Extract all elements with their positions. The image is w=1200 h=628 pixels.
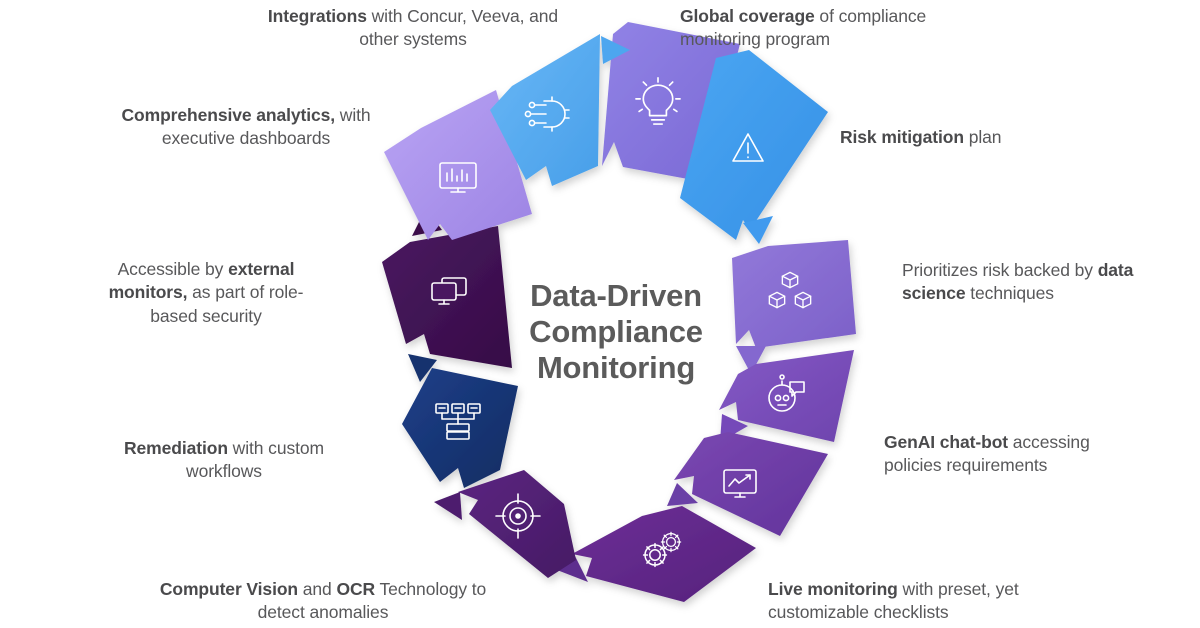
- callout-live-rest: with preset, yet customizable checklists: [768, 579, 1019, 623]
- callout-cv-bold2: OCR: [336, 579, 376, 599]
- callout-analytics-rest: with executive dashboards: [161, 105, 371, 149]
- center-title-line1: Data-Driven: [530, 278, 702, 313]
- callout-integrations: Integrations with Concur, Veeva, and oth…: [258, 5, 568, 52]
- callout-cv-bold: Computer Vision: [159, 579, 299, 599]
- callout-risk-rest: plan: [963, 127, 1002, 147]
- callout-genai-rest: accessing policies requirements: [884, 432, 1090, 476]
- callout-remediation: Remediation with custom workflows: [90, 437, 358, 484]
- arrow-datascience-to-genai: [736, 346, 766, 374]
- arrow-integrations-to-global: [601, 36, 630, 64]
- callout-genai-bold: GenAI chat-bot: [884, 432, 1009, 452]
- arrow-remediation-to-external: [408, 354, 437, 382]
- segment-live-monitoring[interactable]: [674, 432, 828, 536]
- arrow-cv-to-remediation: [434, 492, 462, 520]
- callout-global-bold: Global coverage: [680, 6, 815, 26]
- segment-risk-mitigation[interactable]: [680, 50, 828, 240]
- arrow-risk-to-datascience: [743, 216, 773, 244]
- cycle-wheel: [336, 14, 896, 614]
- callout-global-rest: of compliance monitoring program: [680, 6, 927, 50]
- segment-data-science[interactable]: [732, 240, 856, 348]
- callout-genai-chatbot: GenAI chat-bot accessing policies requir…: [884, 431, 1142, 478]
- arrow-gears-to-cv: [557, 556, 588, 582]
- callout-live-monitoring: Live monitoring with preset, yet customi…: [768, 578, 1058, 625]
- callout-risk-mitigation: Risk mitigation plan: [840, 126, 1100, 149]
- center-title-line3: Monitoring: [536, 349, 696, 385]
- callout-global-coverage: Global coverage of compliance monitoring…: [680, 5, 1000, 52]
- callout-data-science: Prioritizes risk backed by data science …: [902, 259, 1150, 306]
- callout-datascience-bold: data science: [902, 260, 1134, 304]
- segment-integrations[interactable]: [490, 34, 600, 186]
- callout-cv-rest: Technology to detect anomalies: [257, 579, 487, 623]
- segment-remediation[interactable]: [402, 368, 518, 488]
- segment-workflow-gears[interactable]: [572, 506, 756, 602]
- segment-analytics[interactable]: [384, 90, 532, 240]
- segment-genai-chatbot[interactable]: [719, 350, 854, 442]
- callout-external-monitors: Accessible by external monitors, as part…: [86, 258, 326, 328]
- segment-external-monitors[interactable]: [382, 226, 512, 368]
- callout-live-bold: Live monitoring: [768, 579, 898, 599]
- segment-computer-vision[interactable]: [458, 470, 576, 578]
- center-title-line2: Compliance: [529, 313, 703, 349]
- callout-external-rest: as part of role-based security: [150, 282, 304, 326]
- center-title: Data-Driven Compliance Monitoring: [468, 278, 764, 386]
- callout-external-bold: external monitors,: [108, 259, 295, 303]
- callout-external-pre: Accessible by: [117, 259, 229, 279]
- callout-risk-bold: Risk mitigation: [840, 127, 964, 147]
- callout-remediation-bold: Remediation: [124, 438, 228, 458]
- callout-computer-vision: Computer Vision and OCR Technology to de…: [158, 578, 488, 625]
- callout-datascience-rest: techniques: [965, 283, 1054, 304]
- callout-integrations-rest: with Concur, Veeva, and other systems: [359, 6, 559, 50]
- callout-integrations-bold: Integrations: [267, 6, 367, 26]
- arrow-live-to-gears: [667, 483, 698, 506]
- callout-datascience-pre: Prioritizes risk backed by: [902, 260, 1098, 280]
- callout-cv-mid: and: [298, 579, 337, 599]
- callout-remediation-rest: with custom workflows: [186, 438, 324, 482]
- callout-analytics: Comprehensive analytics, with executive …: [92, 104, 400, 151]
- callout-analytics-bold: Comprehensive analytics,: [121, 105, 336, 125]
